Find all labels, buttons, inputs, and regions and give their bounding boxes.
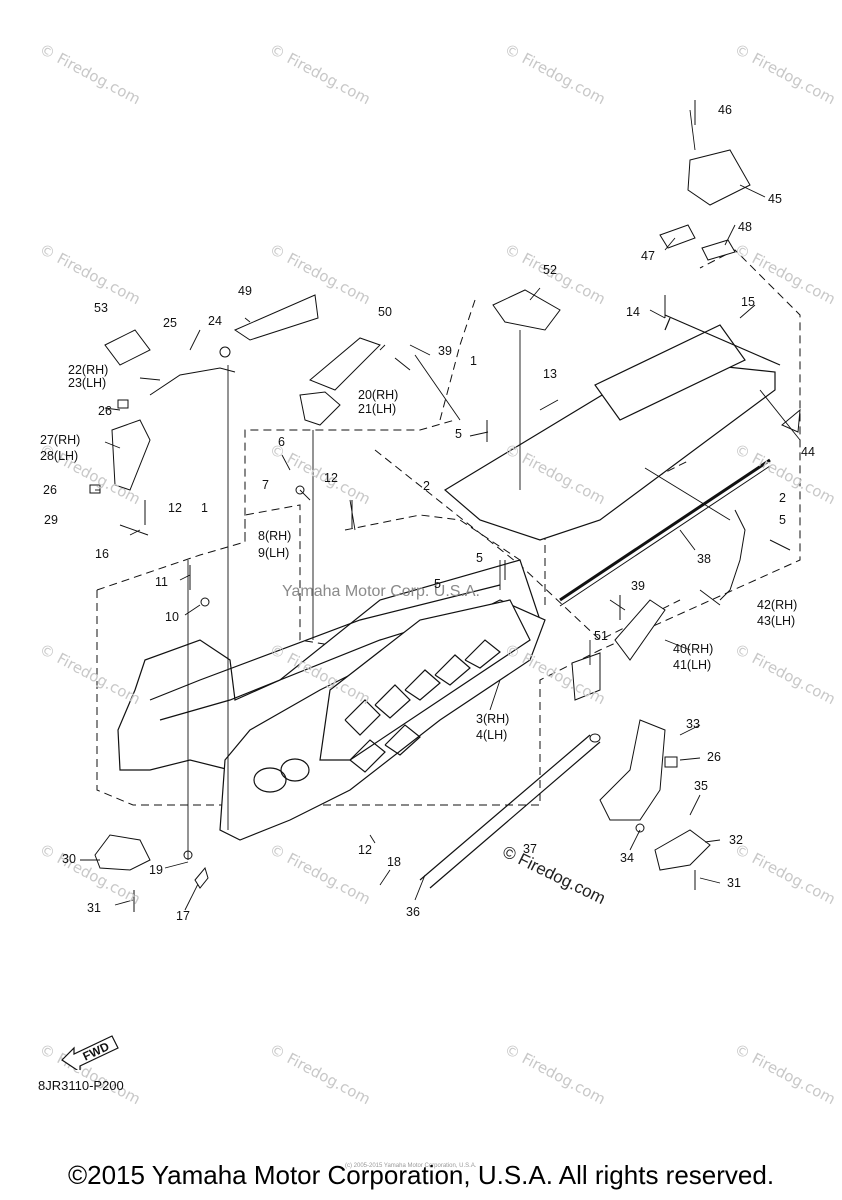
callout-3: 3(RH) xyxy=(476,712,510,726)
bracket-45 xyxy=(687,149,751,206)
callout-20: 20(RH) xyxy=(358,388,399,402)
callout-43: 43(LH) xyxy=(757,614,796,628)
tunnel-deck-plate xyxy=(443,314,781,541)
callout-4: 4(LH) xyxy=(476,728,508,742)
boot-20-21 xyxy=(299,391,341,426)
callout-32: 32 xyxy=(729,833,743,847)
callout-38: 38 xyxy=(697,552,711,566)
callout-9: 9(LH) xyxy=(258,546,290,560)
callout-8: 8(RH) xyxy=(258,529,292,543)
callout-51: 51 xyxy=(594,629,608,643)
pad-52 xyxy=(492,289,561,331)
step-plate-30 xyxy=(94,834,151,871)
callout-39-b: 39 xyxy=(631,579,645,593)
footrest-33 xyxy=(599,719,666,821)
side-bar-38 xyxy=(559,458,771,602)
callout-35: 35 xyxy=(694,779,708,793)
callout-24: 24 xyxy=(208,314,222,328)
callout-12-c: 12 xyxy=(358,843,372,857)
callout-31-left: 31 xyxy=(87,901,101,915)
callout-28: 28(LH) xyxy=(40,449,79,463)
callout-23: 23(LH) xyxy=(68,376,107,390)
pad-49 xyxy=(233,294,319,341)
pad-50 xyxy=(309,337,381,391)
callout-5-a: 5 xyxy=(455,427,462,441)
callout-5-b: 5 xyxy=(779,513,786,527)
callout-12-b: 12 xyxy=(168,501,182,515)
callout-13: 13 xyxy=(543,367,557,381)
callout-41: 41(LH) xyxy=(673,658,712,672)
callout-52: 52 xyxy=(543,263,557,277)
chassis-right-rail xyxy=(219,599,546,841)
callout-26-b: 26 xyxy=(43,483,57,497)
callout-29: 29 xyxy=(44,513,58,527)
callout-30: 30 xyxy=(62,852,76,866)
callout-48: 48 xyxy=(738,220,752,234)
callout-37: 37 xyxy=(523,842,537,856)
copyright-footer: ©2015 Yamaha Motor Corporation, U.S.A. A… xyxy=(67,1160,775,1190)
callout-26-a: 26 xyxy=(98,404,112,418)
callout-11: 11 xyxy=(155,575,168,589)
callout-39-top: 39 xyxy=(438,344,452,358)
callout-34: 34 xyxy=(620,851,634,865)
yamaha-watermark: Yamaha Motor Corp. U.S.A. xyxy=(282,583,480,600)
bracket-27-28 xyxy=(111,419,151,491)
callout-18: 18 xyxy=(387,855,401,869)
callout-12-a: 12 xyxy=(324,471,338,485)
figure-code: 8JR3110-P200 xyxy=(38,1078,124,1093)
callout-1-top: 1 xyxy=(470,354,477,368)
callout-21: 21(LH) xyxy=(358,402,397,416)
bar-22-23 xyxy=(149,367,236,396)
block-51 xyxy=(571,652,601,701)
callout-25: 25 xyxy=(163,316,177,330)
callout-50: 50 xyxy=(378,305,392,319)
callout-49: 49 xyxy=(238,284,252,298)
callout-2-a: 2 xyxy=(423,479,430,493)
callout-10: 10 xyxy=(165,610,179,624)
callout-44: 44 xyxy=(801,445,815,459)
decal-48 xyxy=(701,239,736,261)
bar-42-43 xyxy=(719,509,746,601)
callout-22: 22(RH) xyxy=(68,363,109,377)
leader-lines xyxy=(80,109,801,911)
bracket-40-41 xyxy=(614,599,666,661)
rod-37 xyxy=(419,733,601,889)
callout-53: 53 xyxy=(94,301,108,315)
tiny-copyright: (c) 2005-2015 Yamaha Motor Corporation, … xyxy=(345,1163,477,1169)
wedge-44 xyxy=(781,408,801,433)
callout-7: 7 xyxy=(262,478,269,492)
callout-16: 16 xyxy=(95,547,109,561)
callout-40: 40(RH) xyxy=(673,642,714,656)
callout-45: 45 xyxy=(768,192,782,206)
callout-42: 42(RH) xyxy=(757,598,798,612)
fwd-label: FWD xyxy=(81,1039,112,1063)
callout-5-c: 5 xyxy=(476,551,483,565)
callout-5-d: 5 xyxy=(434,577,441,591)
callout-33: 33 xyxy=(686,717,700,731)
callout-19: 19 xyxy=(149,863,163,877)
callout-2-b: 2 xyxy=(779,491,786,505)
callout-36: 36 xyxy=(406,905,420,919)
callout-1-mid: 1 xyxy=(201,501,208,515)
callout-47: 47 xyxy=(641,249,655,263)
callout-27: 27(RH) xyxy=(40,433,81,447)
callout-14: 14 xyxy=(626,305,640,319)
callout-26-c: 26 xyxy=(707,750,721,764)
callout-15: 15 xyxy=(741,295,755,309)
cover-53 xyxy=(104,329,151,366)
callout-17: 17 xyxy=(176,909,190,923)
callout-6: 6 xyxy=(278,435,285,449)
forward-arrow-icon: FWD xyxy=(60,1030,120,1074)
callout-31-right: 31 xyxy=(727,876,741,890)
decal-47 xyxy=(659,224,696,249)
step-32 xyxy=(654,829,711,871)
callout-46: 46 xyxy=(718,103,732,117)
fasteners xyxy=(89,100,791,912)
